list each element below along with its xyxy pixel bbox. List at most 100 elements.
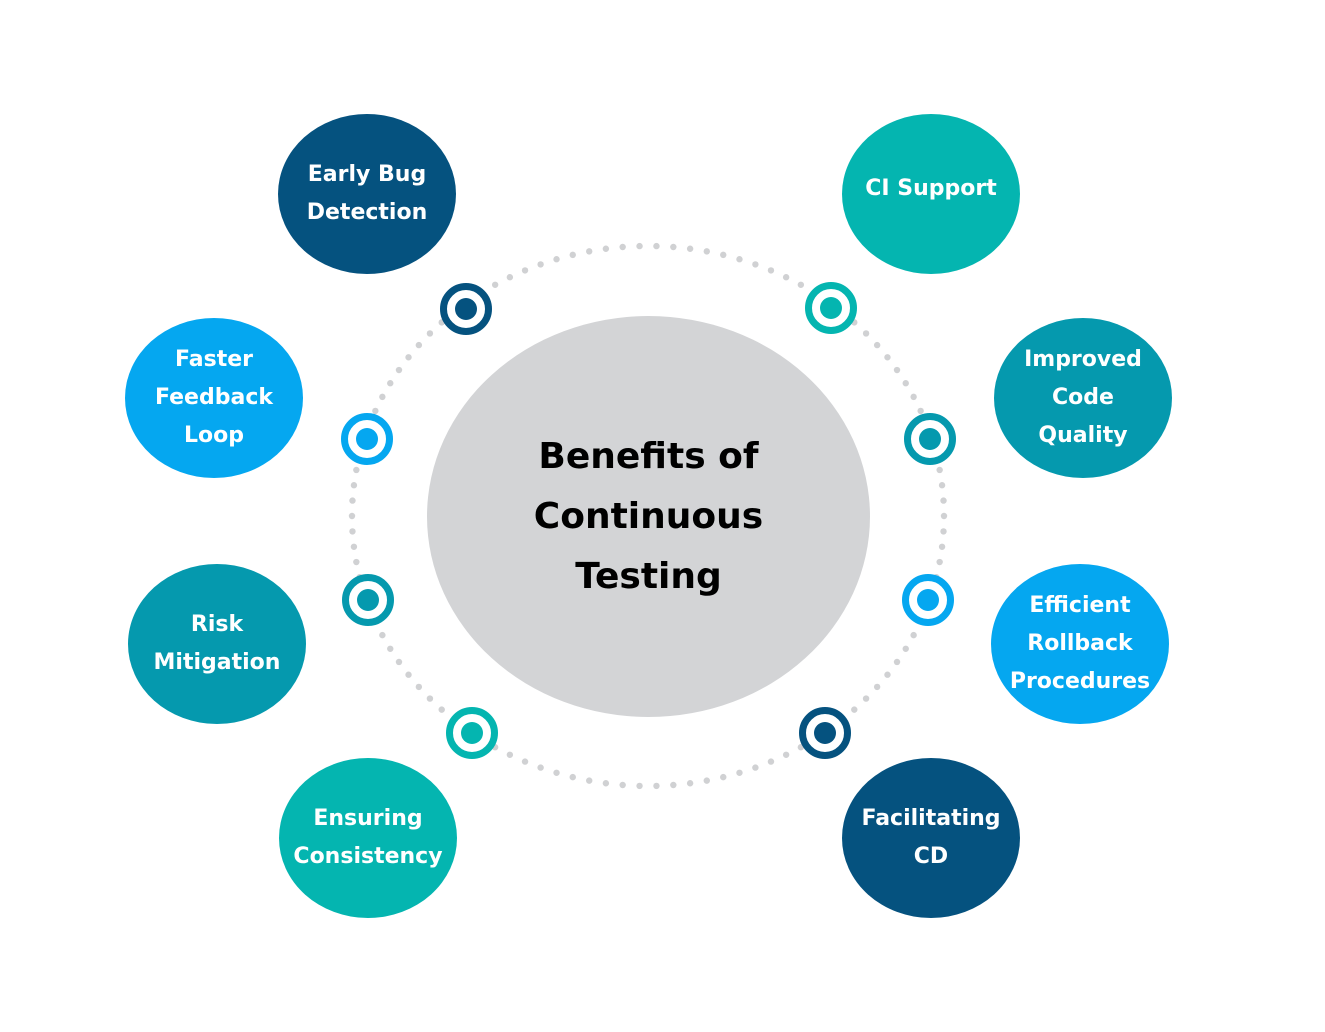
target-marker-early-bug-detection [440,283,492,335]
ring-dot [940,528,947,535]
target-marker-improved-code-quality [904,413,956,465]
ring-dot [686,245,694,252]
bubble-facilitating-cd: Facilitating CD [842,758,1020,918]
target-marker-risk-mitigation [342,574,394,626]
ring-dot [720,773,727,781]
bubble-label: CI Support [865,176,997,201]
ring-dot [938,543,946,550]
ring-dot [349,497,356,504]
ring-dot [893,658,901,666]
ring-dot [910,631,917,639]
ring-dot [938,482,946,489]
ring-dot [353,466,360,474]
ring-dot [782,751,790,758]
ring-dot [752,764,759,771]
ring-dot [670,243,677,251]
ring-dot [506,751,514,758]
ring-dot [387,645,394,652]
ring-dot [703,248,710,255]
ring-dot [653,242,660,250]
ring-dot [537,764,544,771]
ring-dot [873,341,881,349]
ring-dot [873,683,881,691]
bubble-label: Faster Feedback Loop [155,347,273,448]
diagram-title: Benefits of Continuous Testing [533,435,764,597]
ring-dot [506,274,514,281]
ring-dot [936,466,943,474]
ring-dot [405,354,412,361]
bubble-label: Facilitating CD [861,806,1001,869]
bubble-risk-mitigation: Risk Mitigation [128,564,306,724]
bubble-efficient-rollback-procedures: Efficient Rollback Procedures [991,564,1169,724]
ring-dot [521,758,529,765]
bubble-ci-support: CI Support [842,114,1020,274]
ring-dot [405,671,412,678]
ring-dot [353,558,360,566]
ring-dot [902,645,909,652]
bubble-label: Efficient Rollback Procedures [1009,593,1151,694]
target-marker-facilitating-cd [799,707,851,759]
ring-dot [767,267,775,274]
ring-dot [619,243,626,251]
ring-dot [586,777,593,784]
ring-dot [767,758,775,765]
ring-dot [415,341,423,349]
center-circle: Benefits of Continuous Testing [427,316,870,717]
ring-dot [862,695,870,702]
bubble-label: Risk Mitigation [153,612,281,675]
ring-dot [910,393,917,401]
ring-dot [636,242,643,250]
ring-dot [893,366,901,374]
ring-dot [902,380,909,387]
ring-dot [797,281,805,288]
bubble-ensuring-consistency: Ensuring Consistency [279,758,457,918]
ring-dot [350,482,358,489]
ring-dot [349,528,356,535]
target-marker-faster-feedback-loop [341,413,393,465]
ring-dot [602,245,610,252]
ring-dot [862,330,870,337]
bubble-faster-feedback-loop: Faster Feedback Loop [125,318,303,478]
ring-dot [395,658,403,666]
ring-dot [940,512,948,520]
ring-dot [917,407,924,415]
ring-dot [884,354,891,361]
ring-dot [379,393,386,401]
ring-dot [491,281,499,288]
ring-dot [521,267,529,274]
bubble-improved-code-quality: Improved Code Quality [994,318,1172,478]
ring-dot [936,558,943,566]
ring-dot [636,782,643,790]
ring-dot [653,782,660,790]
ring-dot [752,261,759,268]
bubble-label: Improved Code Quality [1024,347,1142,448]
ring-dot [350,543,358,550]
ring-dot [372,407,379,415]
ring-dot [782,274,790,281]
ring-dot [670,781,677,789]
ring-dot [940,497,947,504]
bubble-label: Early Bug Detection [306,162,428,225]
ring-dot [395,366,403,374]
ring-dot [379,631,386,639]
bubble-label: Ensuring Consistency [293,806,443,869]
ring-dot [438,706,445,713]
target-marker-efficient-rollback-procedures [902,574,954,626]
ring-dot [553,256,560,263]
ring-dot [537,261,544,268]
ring-dot [415,683,423,691]
ring-dot [720,251,727,259]
target-marker-ci-support [805,282,857,334]
ring-dot [553,769,560,776]
ring-dot [736,769,743,776]
ring-dot [348,512,356,520]
ring-dot [569,773,576,781]
ring-dot [426,330,434,337]
ring-dot [851,706,858,713]
ring-dot [884,671,891,678]
target-marker-ensuring-consistency [446,707,498,759]
ring-dot [736,256,743,263]
ring-dot [426,695,434,702]
ring-dot [602,780,610,787]
